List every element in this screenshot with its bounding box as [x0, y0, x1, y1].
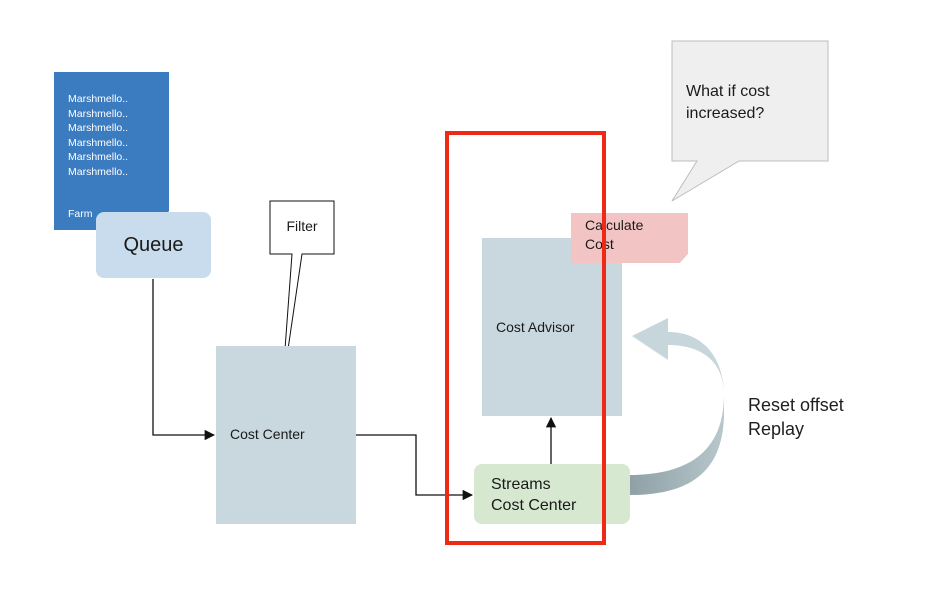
calculate-cost-note: Calculate Cost [571, 213, 688, 263]
question-line: What if cost [686, 83, 770, 100]
document-line: Marshmello.. [68, 93, 129, 105]
queue-to-cost-center-arrow [152, 279, 216, 441]
question-bubble-text: What if cost increased? [686, 81, 821, 125]
document-footer: Farm [68, 208, 93, 220]
cost-advisor-block [482, 238, 622, 416]
document-line: Marshmello.. [68, 122, 129, 135]
streams-label-line: Cost Center [491, 497, 577, 514]
replay-line: Replay [748, 419, 805, 439]
calculate-note-line: Calculate [585, 217, 644, 233]
streams-label-line: Streams [491, 476, 551, 493]
cost-center-block [216, 346, 356, 524]
queue-label: Queue [123, 233, 184, 256]
queue-box: Queue [96, 212, 211, 278]
replay-label: Reset offset Replay [748, 393, 844, 441]
cost-center-to-streams-arrow [356, 434, 474, 501]
document-line: Marshmello.. [68, 165, 129, 178]
document-line: Marshmello.. [68, 107, 129, 120]
document-line: Marshmello.. [68, 136, 129, 149]
marshmello-document: Marshmello.. Marshmello.. Marshmello.. M… [54, 72, 169, 230]
replay-line: Reset offset [748, 395, 844, 415]
replay-curve-shadow [630, 395, 724, 495]
question-line: increased? [686, 105, 765, 122]
calculate-note-line: Cost [585, 236, 614, 252]
question-bubble-shape [671, 40, 829, 202]
cost-advisor-label: Cost Advisor [496, 319, 575, 335]
filter-callout-shape [269, 200, 335, 391]
document-line: Marshmello.. [68, 151, 129, 164]
cost-center-label: Cost Center [230, 426, 305, 442]
highlight-frame [445, 131, 606, 545]
document-lines: Marshmello.. Marshmello.. Marshmello.. M… [68, 92, 128, 180]
filter-label: Filter [286, 218, 318, 234]
